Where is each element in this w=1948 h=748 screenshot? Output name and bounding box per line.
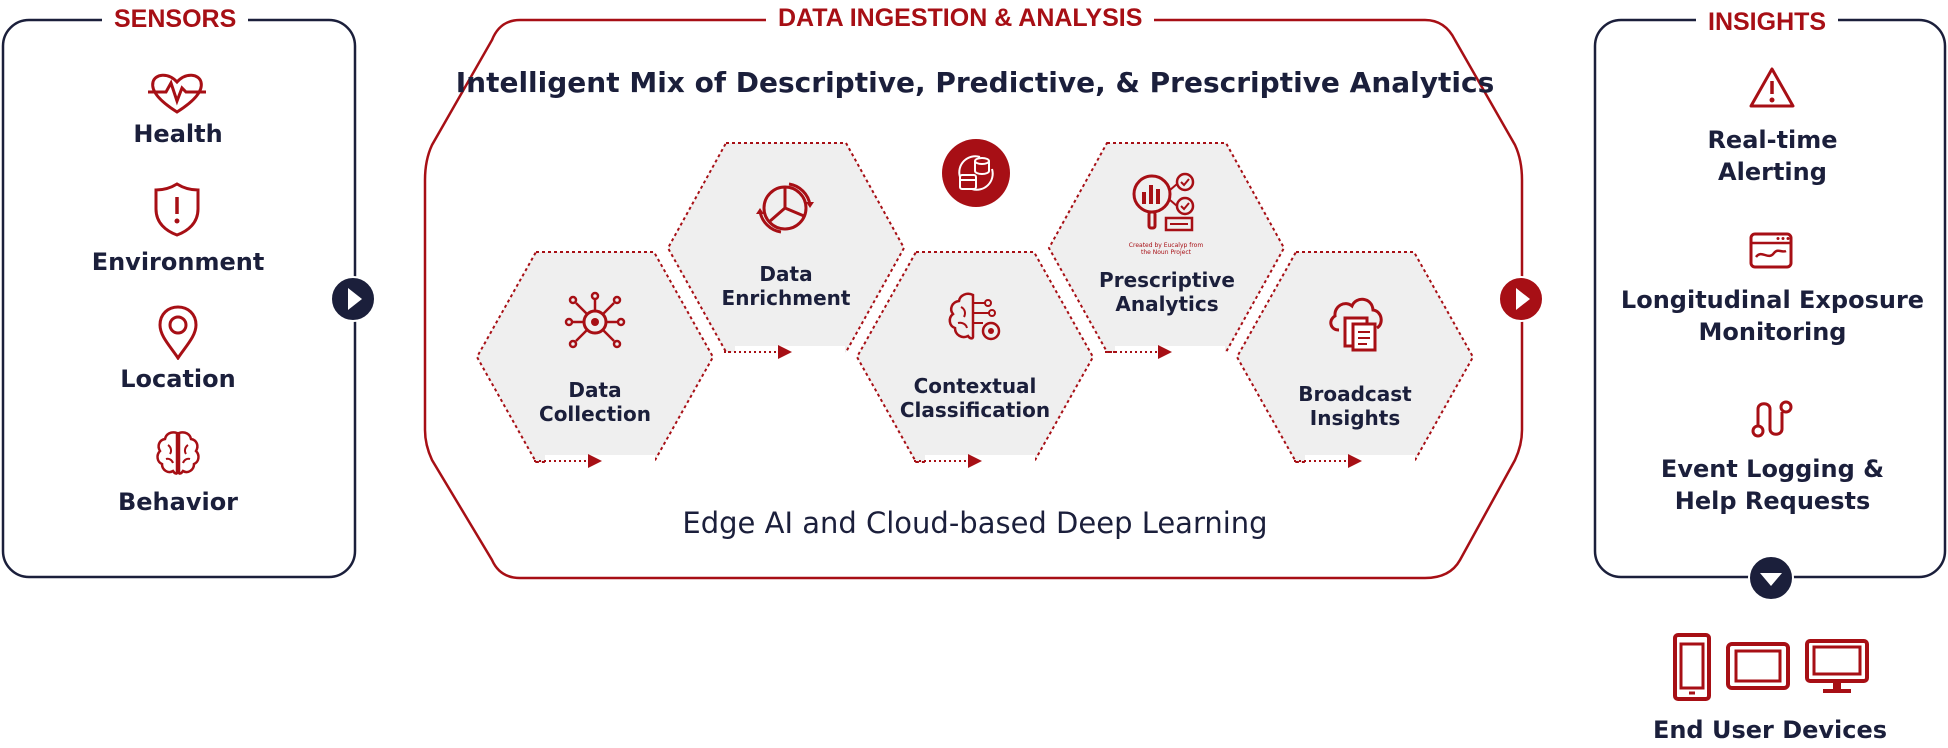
sensor-label-location: Location — [120, 365, 236, 393]
analysis-footline: Edge AI and Cloud-based Deep Learning — [682, 506, 1268, 540]
brain-icon — [156, 431, 200, 475]
warning-triangle-icon — [1749, 67, 1795, 108]
insights-title: INSIGHTS — [1696, 8, 1839, 37]
hex-flow-arrows — [534, 345, 1362, 468]
shield-alert-icon — [154, 182, 200, 237]
insight-label-longitudinal-exposure-monitoring: Longitudinal Exposure Monitoring — [1620, 286, 1925, 346]
sensor-label-behavior: Behavior — [117, 488, 239, 516]
hex-data-enrichment — [666, 142, 906, 353]
hex-prescriptive-analytics — [1047, 142, 1286, 353]
analysis-title: DATA INGESTION & ANALYSIS — [766, 4, 1155, 33]
heartbeat-icon — [148, 73, 206, 114]
cloud-documents-icon — [1329, 297, 1383, 352]
step-label-contextual-classification: Contextual Classification — [899, 374, 1051, 422]
smartphone-icon — [1673, 633, 1711, 701]
step-label-data-enrichment: Data Enrichment — [721, 262, 851, 310]
ai-brain-icon — [948, 292, 1001, 341]
sensors-title: SENSORS — [102, 5, 249, 34]
step-label-broadcast-insights: Broadcast Insights — [1298, 382, 1412, 430]
monitor-window-icon — [1749, 232, 1793, 269]
analysis-frame — [423, 18, 1524, 580]
pie-chart-cycle-icon — [756, 182, 814, 234]
insight-label-real-time-alerting: Real-time Alerting — [1707, 126, 1838, 186]
arrow-right-icon — [1498, 276, 1544, 322]
step-label-prescriptive-analytics: Prescriptive Analytics — [1099, 268, 1235, 316]
network-hub-icon — [564, 291, 626, 349]
hex-data-collection — [475, 251, 715, 463]
hex-contextual-classification — [855, 251, 1095, 463]
arrow-down-icon — [1748, 555, 1794, 601]
tablet-icon — [1726, 642, 1790, 690]
analytics-magnifier-icon — [1132, 172, 1195, 232]
end-user-devices-label: End User Devices — [1652, 716, 1888, 744]
route-path-icon — [1751, 400, 1793, 438]
location-pin-icon — [158, 305, 198, 360]
sensor-label-health: Health — [133, 120, 223, 148]
insight-label-event-logging: Event Logging & Help Requests — [1660, 455, 1885, 515]
arrow-right-icon — [330, 276, 376, 322]
cloud-database-sync-icon — [942, 139, 1010, 207]
desktop-icon — [1805, 639, 1869, 693]
analysis-headline: Intelligent Mix of Descriptive, Predicti… — [455, 66, 1495, 99]
sensor-label-environment: Environment — [91, 248, 265, 276]
icon-credit-text: Created by Eucalyp from the Noun Project — [1128, 242, 1204, 256]
step-label-data-collection: Data Collection — [539, 378, 651, 426]
hex-broadcast-insights — [1235, 251, 1475, 463]
